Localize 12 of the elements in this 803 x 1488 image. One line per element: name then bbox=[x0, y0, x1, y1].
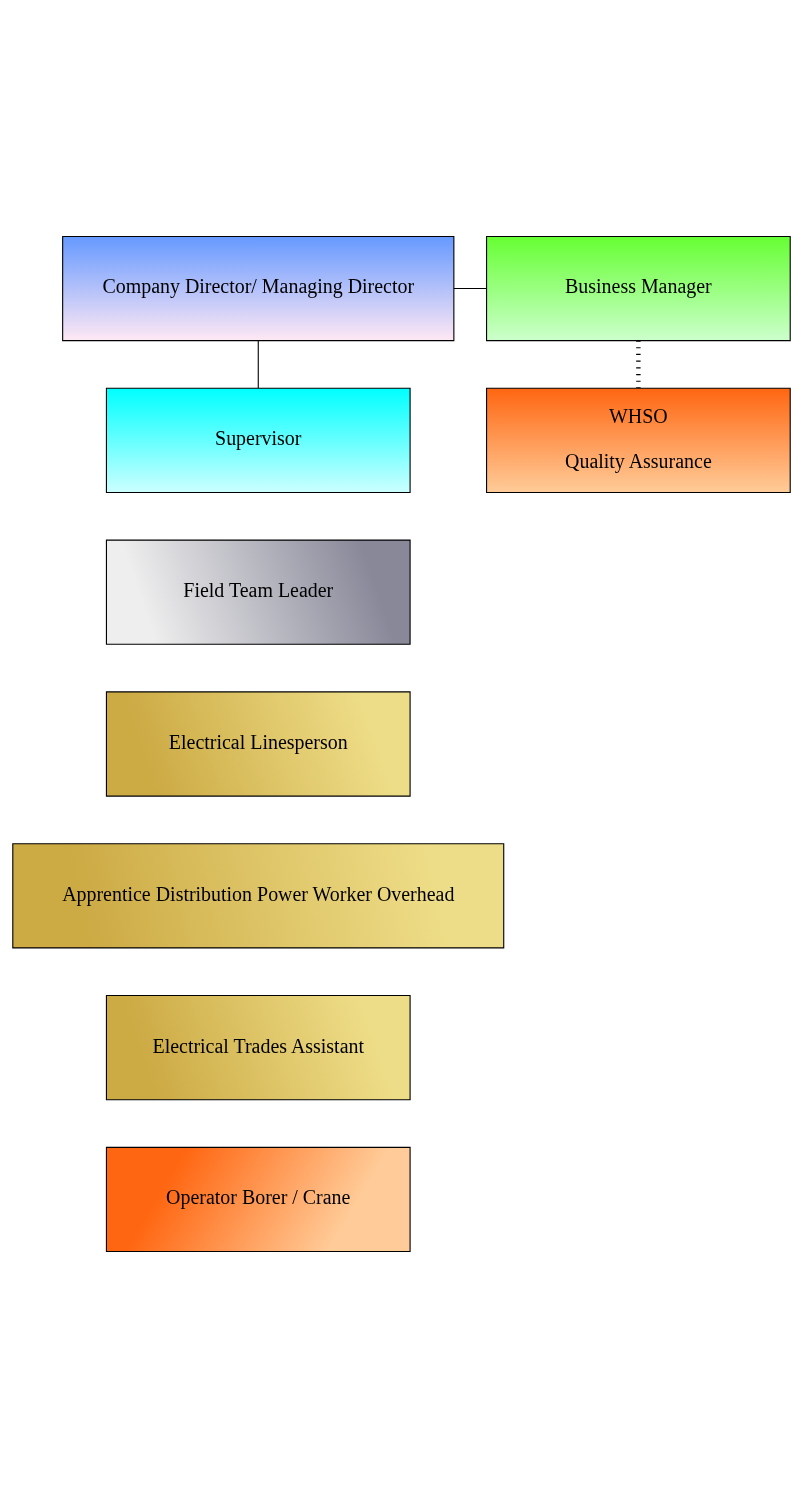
connector bbox=[636, 340, 641, 388]
connector bbox=[257, 340, 259, 389]
node-box: Company Director/ Managing Director bbox=[62, 235, 455, 342]
node-box: Apprentice Distribution Power Worker Overhead bbox=[12, 843, 505, 949]
connector bbox=[453, 287, 487, 290]
node-box: Operator Borer / Crane bbox=[105, 1146, 411, 1253]
node-box: Supervisor bbox=[105, 387, 411, 493]
node-box: WHSO Quality Assurance bbox=[486, 387, 791, 493]
node-box: Field Team Leader bbox=[105, 539, 411, 645]
node-box: Business Manager bbox=[486, 235, 791, 342]
node-box: Electrical Trades Assistant bbox=[105, 995, 411, 1101]
node-box: Electrical Linesperson bbox=[105, 691, 411, 797]
